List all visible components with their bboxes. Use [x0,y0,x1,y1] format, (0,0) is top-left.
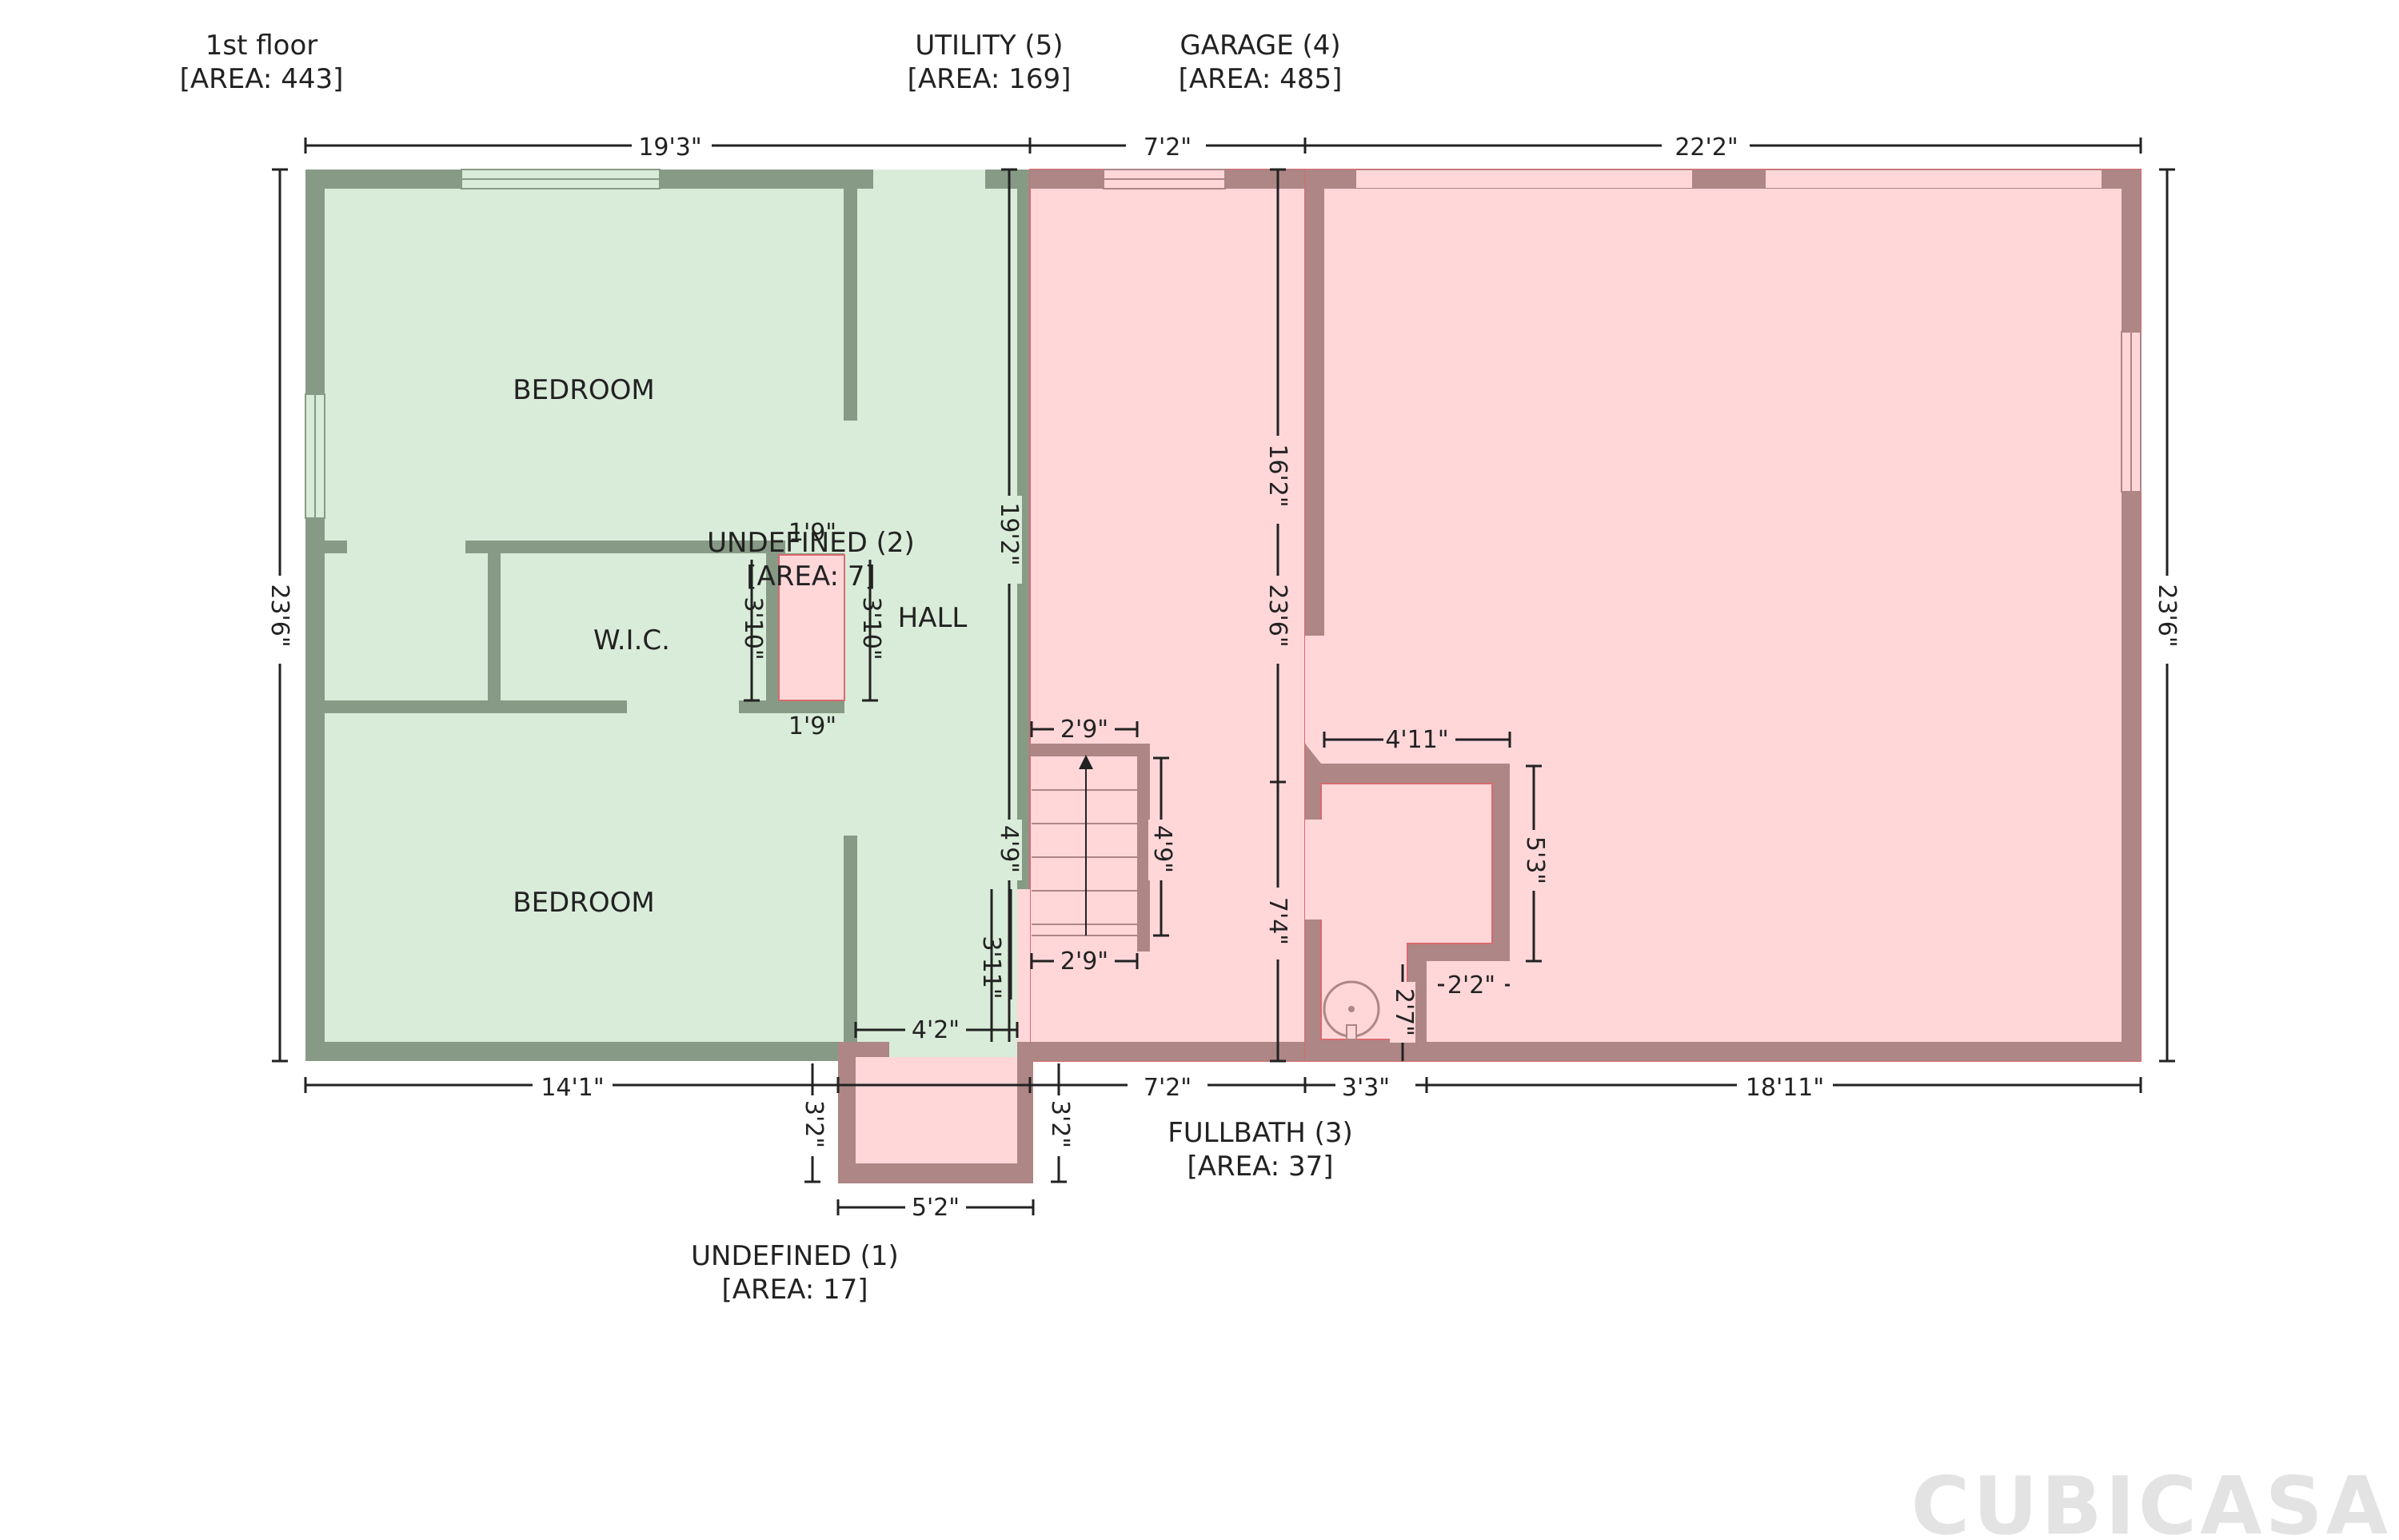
label-utility-area: [AREA: 169] [908,63,1072,95]
utility-area [1017,169,1306,1062]
dim-right: 23'6" [2153,584,2181,647]
dim-bath-notch-side: 2'7" [1390,988,1418,1036]
dim-bath-side: 5'3" [1521,836,1549,884]
garage-door-1 [1356,170,1692,188]
garage-wall-right [2122,170,2141,1061]
entry-floor [856,1057,1017,1163]
fullbath-floor [1320,783,1493,1040]
dim-utility-full: 23'6" [1263,584,1291,647]
label-undefined2-name: UNDEFINED (2) [707,527,915,559]
door-wic [347,541,465,553]
room-label-bedroom-top: BEDROOM [513,374,654,406]
dim-bath-notch: 2'2" [1447,971,1495,999]
utility-hall-step [1017,889,1030,1042]
dim-bottom-bath: 3'3" [1342,1074,1390,1102]
brand-logo: CUBICASA [1911,1459,2391,1540]
dim-top-right: 22'2" [1675,134,1738,162]
dim-hall-step: 3'11" [977,936,1005,999]
dim-utility-upper: 16'2" [1263,444,1291,507]
dim-entry-width: 5'2" [912,1194,960,1222]
dim-entry-right: 3'2" [1046,1100,1074,1148]
room-label-hall: HALL [898,602,968,634]
label-utility-name: UTILITY (5) [915,30,1063,62]
label-garage-name: GARAGE (4) [1180,30,1340,62]
dim-closet-left: 3'10" [739,596,767,660]
stair-arrow-head [1079,755,1093,769]
label-undefined1-name: UNDEFINED (1) [691,1240,899,1272]
dim-closet-top: 1'9" [788,519,836,547]
entry-walls [838,1042,1033,1183]
door-bedroom-lower [844,739,857,835]
stair-wall-top [1030,744,1150,756]
fullbath-door [1305,820,1323,920]
room-label-bedroom-bottom: BEDROOM [513,887,654,919]
dim-left: 23'6" [265,584,293,647]
stair-treads [1032,789,1137,936]
hall-wall-right [1017,170,1030,889]
door-hall-top [873,170,985,189]
dim-stair-side: 4'9" [1148,825,1176,873]
dim-bottom-right: 18'11" [1746,1074,1824,1102]
label-fullbath-name: FULLBATH (3) [1168,1117,1353,1149]
dim-utility-lower: 7'4" [1263,897,1291,945]
door-wic-bottom [627,700,739,713]
dim-hall-height: 19'2" [995,502,1023,565]
living-floor [305,170,1028,1061]
door-bedroom-upper [844,421,857,517]
garage-side-opening [1305,636,1324,744]
dim-closet-right: 3'10" [857,596,885,660]
area-labels: 1st floor [AREA: 443] UTILITY (5) [AREA:… [180,30,1353,1306]
closet-floor [778,554,845,701]
dim-stair-top: 2'9" [1060,716,1108,744]
dimension-labels: 19'3" 7'2" 22'2" 23'6" 23'6" 14'1" 7'2" … [265,133,2181,1222]
dim-bath-top: 4'11" [1385,726,1448,754]
dim-bottom-mid: 7'2" [1144,1074,1192,1102]
label-first-floor-area: [AREA: 443] [180,63,344,95]
living-wall-bottom [305,1042,849,1061]
room-label-wic: W.I.C. [593,624,670,656]
living-wall-left [305,170,325,1061]
dim-closet-bottom: 1'9" [788,712,836,740]
label-undefined2-area: [AREA: 7] [746,561,875,592]
label-first-floor-name: 1st floor [206,30,318,62]
hall-divider-lower [844,836,857,1042]
hall-divider-upper [844,189,857,421]
label-fullbath-area: [AREA: 37] [1187,1151,1333,1183]
dim-entry-inner: 4'2" [912,1016,960,1044]
label-garage-area: [AREA: 485] [1179,63,1343,95]
dim-top-mid: 7'2" [1144,134,1192,162]
dim-bottom-left: 14'1" [541,1074,604,1102]
utility-floor [1029,169,1306,1062]
stair-wall-side [1137,744,1150,952]
dim-stair-bottom: 2'9" [1060,948,1108,975]
garage-door-2 [1766,170,2102,188]
wic-wall-mid [488,553,501,700]
dim-top-left: 19'3" [638,134,701,162]
garage-wall-bottom [1305,1042,2141,1061]
garage-wall-left [1305,170,1324,637]
living-area [305,169,1030,1061]
dim-entry-left: 3'2" [800,1100,828,1148]
label-undefined1-area: [AREA: 17] [721,1274,868,1306]
dim-hall-lower: 4'9" [995,825,1023,873]
utility-wall-bottom [1022,1042,1305,1061]
garage-area [1304,169,2142,1062]
entry-area [838,1042,1033,1183]
room-labels: BEDROOM BEDROOM W.I.C. HALL [513,374,967,919]
